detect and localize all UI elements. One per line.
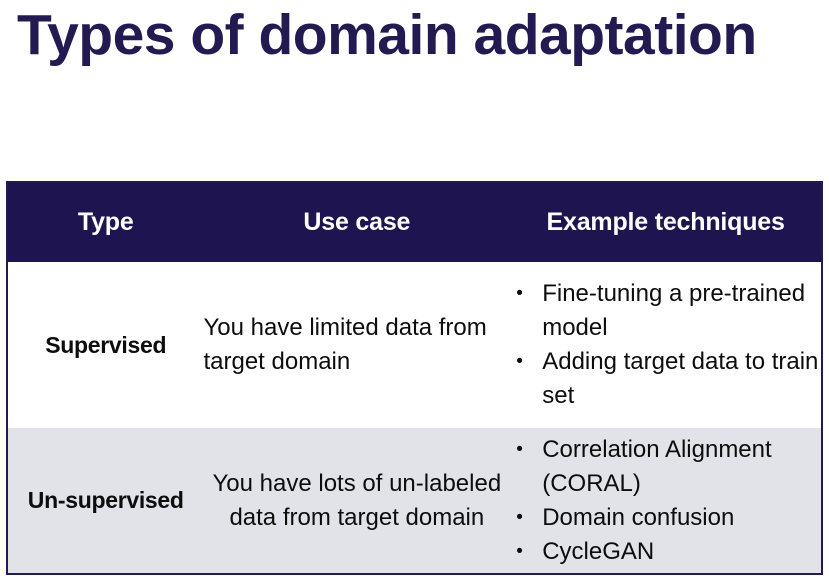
example-techniques-list: • Fine-tuning a pre-trained model • Addi… — [510, 277, 821, 413]
list-item-label: CycleGAN — [542, 537, 655, 565]
list-item-label: Adding target data to train set — [542, 348, 819, 409]
table-body: Supervised You have limited data from ta… — [7, 262, 822, 574]
list-item: • Adding target data to train set — [510, 345, 821, 413]
list-item: • Correlation Alignment (CORAL) — [510, 433, 821, 501]
column-header-type: Type — [77, 208, 134, 236]
bullet-icon: • — [516, 351, 523, 372]
example-techniques-list: • Correlation Alignment (CORAL) • Domain… — [510, 433, 821, 569]
list-item: • Domain confusion — [510, 501, 821, 535]
list-item: • CycleGAN — [510, 535, 821, 569]
cell-type-unsupervised: Un-supervised — [27, 487, 184, 513]
bullet-icon: • — [516, 283, 523, 304]
list-item-label: Domain confusion — [542, 503, 735, 531]
table-header: Type Use case Example techniques — [7, 182, 822, 262]
cell-examples-unsupervised: • Correlation Alignment (CORAL) • Domain… — [510, 428, 822, 574]
list-item: • Fine-tuning a pre-trained model — [510, 277, 821, 345]
list-item-label: Correlation Alignment (CORAL) — [542, 435, 772, 497]
table-header-row: Type Use case Example techniques — [7, 182, 822, 262]
cell-type-supervised: Supervised — [45, 331, 167, 358]
cell-examples-supervised: • Fine-tuning a pre-trained model • Addi… — [510, 262, 822, 428]
bullet-icon: • — [516, 438, 523, 460]
page-title: Types of domain adaptation — [17, 3, 757, 67]
cell-use-case-unsupervised: You have lots of un-labeled data from ta… — [212, 469, 502, 531]
list-item-label: Fine-tuning a pre-trained model — [542, 280, 806, 341]
bullet-icon: • — [516, 540, 523, 562]
table-row: Supervised You have limited data from ta… — [7, 262, 822, 428]
domain-adaptation-table: Type Use case Example techniques Supervi… — [6, 181, 823, 575]
column-header-use-case: Use case — [303, 208, 411, 236]
cell-use-case-supervised: You have limited data from target domain — [203, 314, 487, 375]
bullet-icon: • — [516, 506, 523, 528]
column-header-example-techniques: Example techniques — [546, 208, 785, 236]
table-row: Un-supervised You have lots of un-labele… — [7, 428, 822, 574]
